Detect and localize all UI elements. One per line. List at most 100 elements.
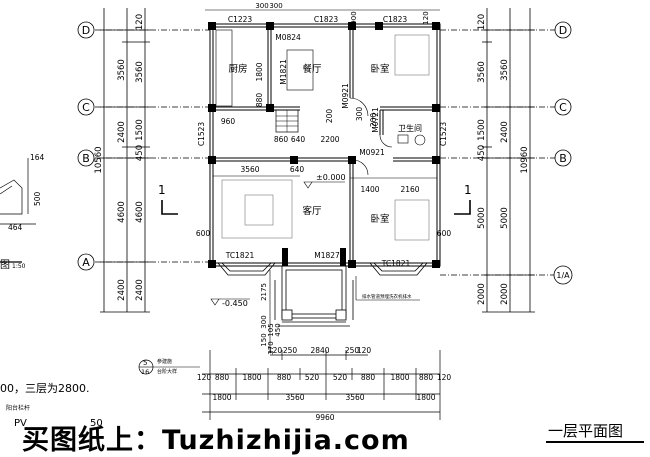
axis-label-left-c: C (82, 101, 90, 114)
left-note: 00，三层为2800. (0, 382, 90, 395)
interior-dim: 960 (221, 117, 236, 126)
callout-label-1: 参建施 (157, 358, 172, 365)
left-note: 阳台栏杆 (6, 404, 30, 412)
section-mark-left: 1 (158, 183, 166, 197)
left-axis-bubbles: D C B A (77, 21, 95, 271)
left-dimension-column (95, 8, 210, 313)
interior-dim: 640 (291, 135, 306, 144)
dim-right-inner: 5000 (477, 207, 487, 229)
porch-dim: 105 (267, 323, 275, 336)
interior-dim: 640 (290, 165, 305, 174)
callout-sheet: 16 (141, 368, 149, 376)
dim-left-inner: 4600 (135, 201, 145, 223)
callout-number: 5 (143, 359, 147, 367)
top-dim: 300 (255, 2, 268, 10)
bottom-dim-r3: 1800 (212, 393, 231, 402)
bay-windows (217, 262, 428, 276)
dim-left-inner: 1500 (135, 119, 145, 141)
detail-fragment-texts: 164 500 464 图 1:50 (0, 153, 45, 271)
porch-dim: 370 (267, 341, 275, 354)
dim-left-total: 10560 (94, 146, 104, 173)
window-label: TC1821 (381, 259, 411, 268)
bottom-dimension-lines (202, 350, 441, 420)
dim-right-outer: 5000 (500, 207, 510, 229)
top-dim: 900 (350, 11, 358, 24)
dim-right-outer: 3560 (500, 59, 510, 81)
bottom-dim-r2: 880 (277, 373, 292, 382)
left-note: PV (14, 418, 27, 429)
room-bathroom: 卫生间 (398, 123, 422, 133)
bottom-dim-r1: 120 (357, 346, 372, 355)
door-label: M1827 (314, 251, 340, 260)
opening-labels: C1223 C1823 C1823 C1523 C1523 TC1821 TC1… (197, 15, 448, 268)
bottom-dim-r3: 1800 (416, 393, 435, 402)
dim-right-outer: 2000 (500, 283, 510, 305)
interior-dim: 880 (255, 93, 264, 108)
interior-dim: 1400 (360, 185, 379, 194)
bottom-dim-r1: 120 (268, 346, 283, 355)
detail-dim: 164 (30, 153, 45, 162)
interior-dim: 600 (437, 229, 452, 238)
building-walls (209, 23, 441, 267)
elevation-marks: ±0.000 -0.450 (210, 173, 346, 308)
door-label: M1821 (279, 59, 288, 85)
porch-dim: 150 (260, 333, 268, 346)
dim-right-inner: 2000 (477, 283, 487, 305)
window-label: C1823 (314, 15, 339, 24)
door-label: M0824 (275, 33, 301, 42)
top-dimensions: 300 300 900 120 (205, 2, 440, 25)
interior-dim: 860 (274, 135, 289, 144)
dim-right-inner: 450 (477, 145, 487, 161)
left-notes: 00，三层为2800. 阳台栏杆 PV 50 (0, 382, 103, 429)
bottom-dim-r2: 520 (333, 373, 348, 382)
right-dimension-column (440, 8, 555, 313)
porch-dim: 2175 (260, 283, 268, 301)
drainage-note-text: 排水管道预埋洗衣机排水 (362, 293, 412, 300)
bottom-dim-r1: 250 (345, 346, 360, 355)
dim-right-inner: 1500 (477, 119, 487, 141)
detail-scale: 1:50 (12, 263, 26, 270)
bottom-dim-r2: 880 (361, 373, 376, 382)
porch-dimensions: 2175 300 105 150 370 450 (260, 270, 282, 355)
room-bedroom-2: 卧室 (370, 213, 389, 225)
watermark-text: 买图纸上：Tuzhizhijia.com (22, 425, 410, 456)
dim-left-inner: 450 (135, 145, 145, 161)
axis-label-left-a: A (82, 256, 90, 269)
porch-dim: 450 (274, 323, 282, 336)
detail-callout: 5 16 参建施 台阶大样 (138, 358, 200, 376)
interior-dim: 2200 (320, 135, 339, 144)
axis-label-left-b: B (82, 152, 90, 165)
bottom-dim-r2: 1800 (390, 373, 409, 382)
interior-dim: 200 (369, 113, 378, 128)
interior-dimensions: 1800 880 960 860 640 2200 3560 640 1400 … (196, 62, 452, 238)
axis-label-right-c: C (559, 101, 567, 114)
dim-left-outer: 4600 (117, 201, 127, 223)
detail-title: 图 (0, 259, 10, 271)
top-dim: 300 (269, 2, 282, 10)
door-label: M0721 (371, 107, 380, 133)
room-bedroom-1: 卧室 (370, 63, 389, 75)
dim-left-outer: 3560 (117, 59, 127, 81)
room-dining: 餐厅 (302, 63, 322, 75)
window-label: C1523 (197, 122, 206, 147)
dim-left-inner: 120 (135, 14, 145, 30)
dim-left-inner: 3560 (135, 61, 145, 83)
section-mark-right: 1 (464, 183, 472, 197)
dim-right-inner: 3560 (477, 61, 487, 83)
interior-dim: 2160 (400, 185, 419, 194)
left-dimension-texts: 10560 3560 2400 4600 2400 120 3560 1500 … (94, 14, 145, 301)
bottom-dimension-texts: 120 250 2840 250 120 120 880 1800 880 52… (197, 346, 452, 422)
window-label: TC1821 (225, 251, 255, 260)
bottom-dim-r1: 250 (283, 346, 298, 355)
window-label: C1223 (228, 15, 253, 24)
entrance-porch (274, 265, 354, 327)
elevation-low: -0.450 (222, 299, 248, 308)
room-living: 客厅 (302, 205, 322, 217)
window-label: C1823 (383, 15, 408, 24)
axis-label-right-a: 1/A (556, 271, 570, 280)
interior-dim: 200 (325, 109, 334, 124)
elevation-zero: ±0.000 (316, 173, 346, 182)
top-dim: 120 (422, 11, 430, 24)
detail-dim: 464 (8, 223, 23, 232)
